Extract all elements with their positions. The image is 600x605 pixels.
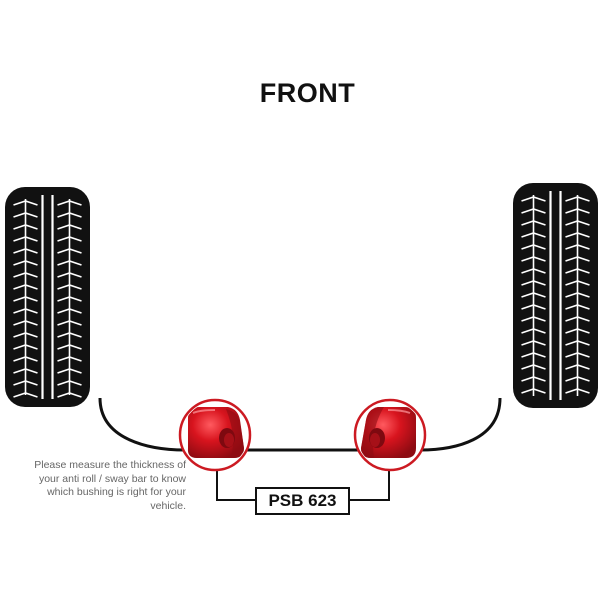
left-tire-tread [13,195,82,399]
connector-right [348,470,390,501]
connector-left [216,470,257,501]
left-tire [5,187,90,407]
right-tire [513,183,598,408]
right-bushing-callout [353,398,427,472]
left-bushing-callout [178,398,252,472]
right-tire-tread [521,191,590,400]
part-number-label: PSB 623 [255,487,350,515]
measurement-note: Please measure the thickness of your ant… [34,459,186,512]
diagram-title: FRONT [259,78,356,108]
anti-roll-bar [98,397,502,452]
